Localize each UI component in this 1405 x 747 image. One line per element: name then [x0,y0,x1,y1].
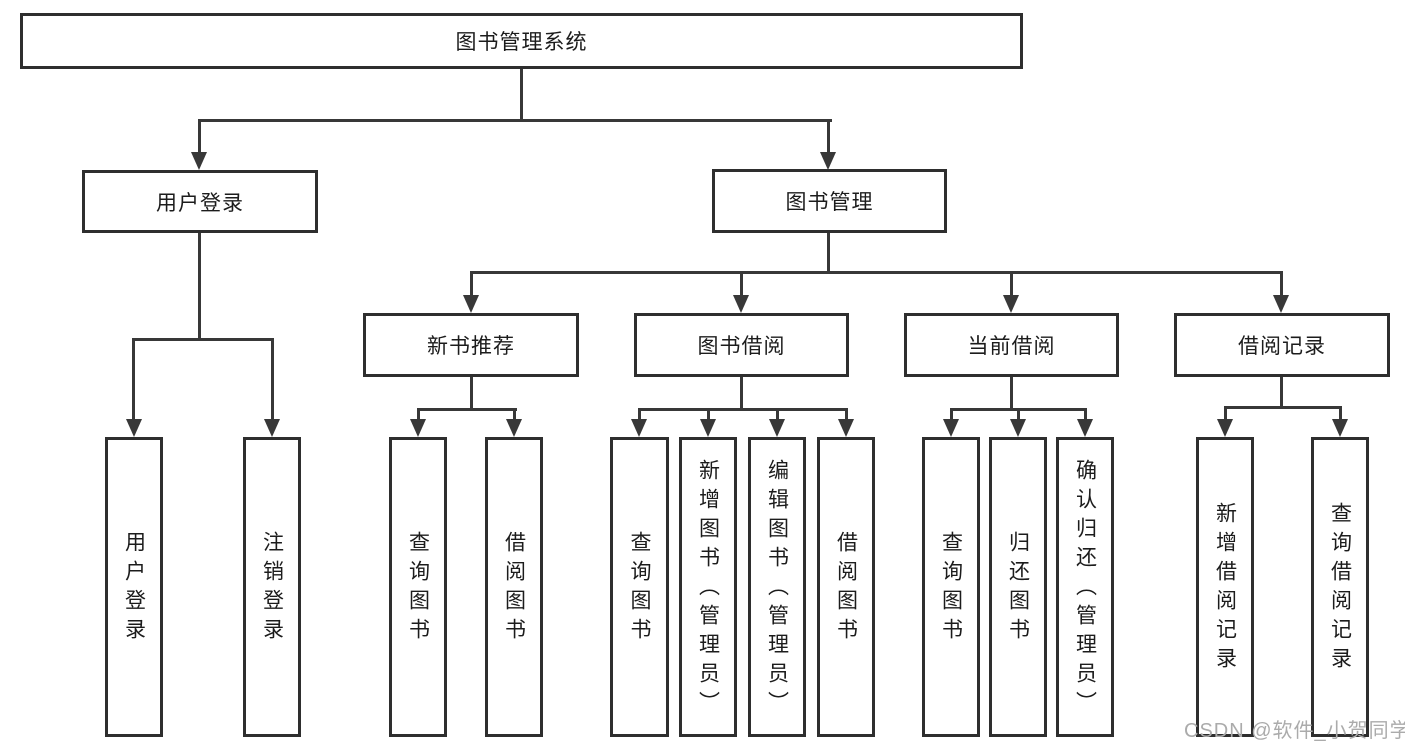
node-newbook-borrow-books: 借阅图书 [485,437,543,737]
connector-drop [417,408,420,421]
node-new-book-recommendation: 新书推荐 [363,313,579,377]
node-book-management: 图书管理 [712,169,947,233]
arrow-down-icon [700,419,716,437]
node-borrow-records: 借阅记录 [1174,313,1390,377]
connector-drop [513,408,516,421]
connector-root-hbar [198,119,832,122]
connector-drop-logout [271,338,274,421]
connector-book-borrowing-hbar [638,408,848,411]
node-newbook-query-books: 查询图书 [389,437,447,737]
node-logout: 注销登录 [243,437,301,737]
node-borrowing-add-books-admin: 新增图书（管理员） [679,437,737,737]
node-label: 用户登录 [122,531,146,647]
arrow-down-icon [126,419,142,437]
node-current-return-books: 归还图书 [989,437,1047,737]
connector-root-stem [520,69,523,121]
node-label: 图书借阅 [697,335,786,358]
node-label: 图书管理 [785,191,874,214]
connector-current-borrowing-stem [1010,377,1013,410]
arrow-down-icon [1217,419,1233,437]
connector-user-login-stem [198,233,201,340]
arrow-down-icon [1332,419,1348,437]
node-records-add-borrow-record: 新增借阅记录 [1196,437,1254,737]
connector-drop [1224,406,1227,421]
connector-new-book-hbar [417,408,517,411]
node-current-borrowing: 当前借阅 [904,313,1119,377]
node-label: 借阅图书 [502,531,526,647]
node-label: 查询图书 [406,531,430,647]
node-label: 编辑图书（管理员） [765,458,789,720]
connector-drop [1084,408,1087,421]
node-label: 借阅记录 [1238,335,1326,358]
node-label: 注销登录 [260,531,284,647]
arrow-down-icon [410,419,426,437]
arrow-down-icon [733,295,749,313]
node-label: 借阅图书 [834,531,858,647]
arrow-down-icon [943,419,959,437]
connector-drop-user-login [198,119,201,154]
node-borrowing-query-books: 查询图书 [610,437,669,737]
node-user-login: 用户登录 [82,170,318,233]
connector-borrow-records-stem [1280,377,1283,409]
node-label: 归还图书 [1006,531,1030,647]
node-label: 当前借阅 [967,335,1056,358]
arrow-down-icon [191,152,207,170]
connector-drop-login [132,338,135,421]
node-book-borrowing: 图书借阅 [634,313,849,377]
node-records-query-borrow-record: 查询借阅记录 [1311,437,1369,737]
node-label: 查询图书 [939,531,963,647]
connector-drop [845,408,848,421]
watermark-text: CSDN @软件_小贺同学 [1184,720,1405,742]
node-label: 图书管理系统 [455,31,588,54]
node-library-management-system: 图书管理系统 [20,13,1023,69]
arrow-down-icon [838,419,854,437]
arrow-down-icon [769,419,785,437]
node-current-confirm-return-admin: 确认归还（管理员） [1056,437,1114,737]
node-label: 查询借阅记录 [1328,502,1352,676]
arrow-down-icon [820,152,836,170]
arrow-down-icon [631,419,647,437]
node-label: 确认归还（管理员） [1073,458,1097,720]
arrow-down-icon [1273,295,1289,313]
node-label: 用户登录 [156,191,244,215]
arrow-down-icon [1077,419,1093,437]
connector-borrow-records-hbar [1224,406,1342,409]
connector-drop [707,408,710,421]
arrow-down-icon [1003,295,1019,313]
connector-drop [638,408,641,421]
connector-drop-book-management [827,119,830,154]
connector-drop [950,408,953,421]
node-label: 新增借阅记录 [1213,502,1237,676]
connector-book-management-stem [827,233,830,273]
connector-drop [1339,406,1342,421]
node-current-query-books: 查询图书 [922,437,980,737]
arrow-down-icon [264,419,280,437]
connector-drop-book-borrowing [740,271,743,298]
arrow-down-icon [506,419,522,437]
connector-drop [1017,408,1020,421]
arrow-down-icon [463,295,479,313]
node-borrowing-borrow-books: 借阅图书 [817,437,875,737]
connector-new-book-stem [470,377,473,410]
connector-drop-borrow-records [1280,271,1283,298]
connector-drop [776,408,779,421]
connector-book-borrowing-stem [740,377,743,410]
connector-drop-current-borrowing [1010,271,1013,298]
connector-drop-new-book [470,271,473,298]
connector-book-management-hbar [470,271,1283,274]
node-login: 用户登录 [105,437,163,737]
node-label: 新增图书（管理员） [696,458,720,720]
node-label: 新书推荐 [427,335,515,358]
arrow-down-icon [1010,419,1026,437]
node-borrowing-edit-books-admin: 编辑图书（管理员） [748,437,806,737]
node-label: 查询图书 [628,531,651,647]
connector-user-login-hbar [132,338,274,341]
